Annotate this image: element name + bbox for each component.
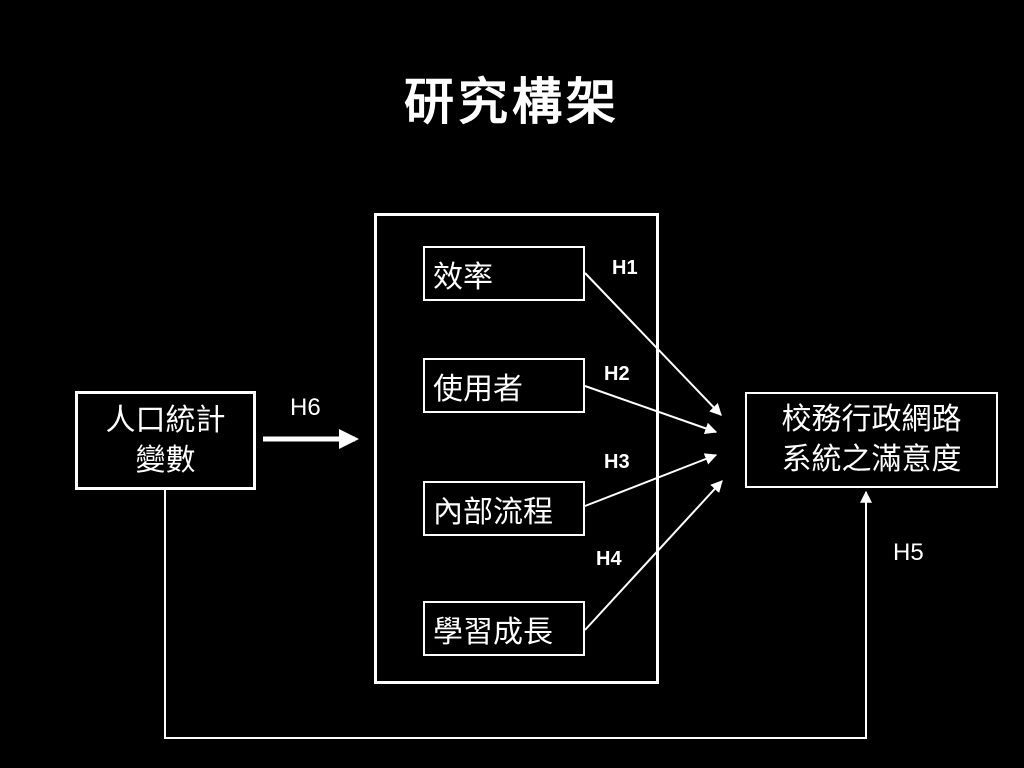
internal-process-label: 內部流程 [433,494,553,530]
learning-growth-label: 學習成長 [433,614,553,650]
h1-label: H1 [612,257,638,279]
h5-label: H5 [893,539,924,566]
h3-label: H3 [604,451,630,473]
dimensions-container [374,213,659,684]
page-title: 研究構架 [404,72,620,131]
arrow-h5 [164,490,872,739]
demographics-line2: 變數 [135,442,196,478]
arrow-h2 [584,385,718,435]
demographics-box: 人口統計 變數 [75,391,256,490]
user-label: 使用者 [433,371,523,407]
satisfaction-line1: 校務行政網路 [781,402,962,437]
arrow-h1 [584,272,722,416]
user-box: 使用者 [423,358,585,413]
efficiency-box: 效率 [423,246,585,301]
arrow-h3 [584,453,718,507]
h4-label: H4 [596,548,622,570]
satisfaction-box: 校務行政網路 系統之滿意度 [745,392,998,488]
h6-label: H6 [290,394,321,421]
internal-process-box: 內部流程 [423,481,585,536]
efficiency-label: 效率 [433,259,493,295]
arrow-h4 [584,480,723,631]
h2-label: H2 [604,363,630,385]
satisfaction-line2: 系統之滿意度 [781,442,962,477]
learning-growth-box: 學習成長 [423,601,585,656]
demographics-line1: 人口統計 [105,402,226,438]
